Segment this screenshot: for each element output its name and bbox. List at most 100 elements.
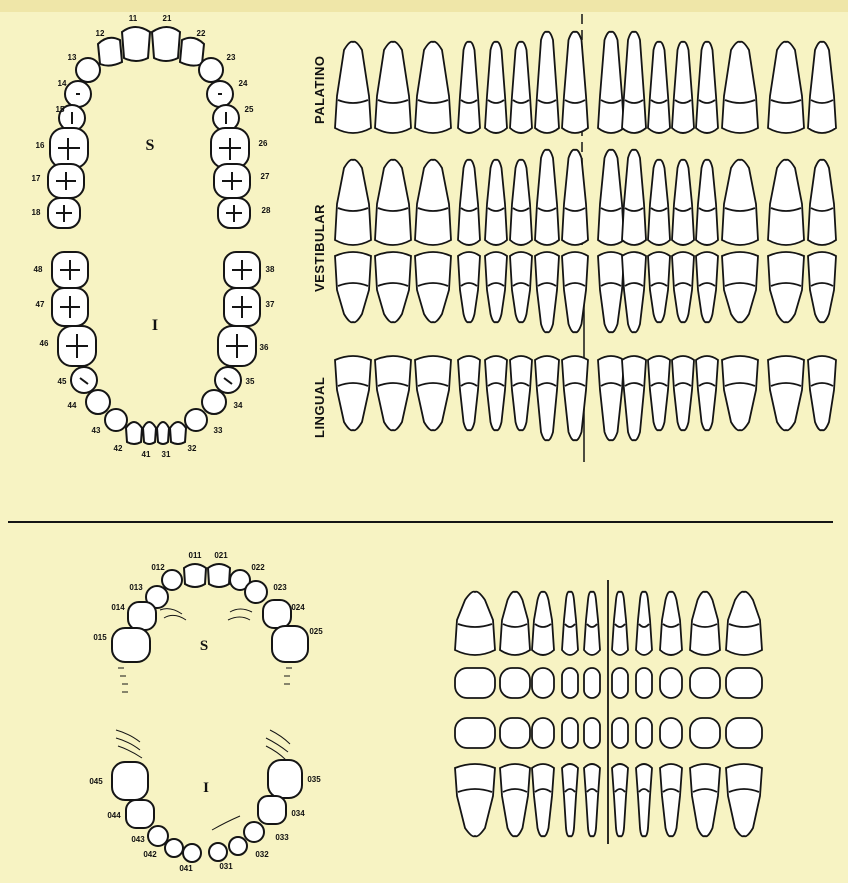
deciduous-upper-occlusal-tooth-1 [455, 668, 495, 698]
deciduous-lower-occlusal-tooth-4 [562, 718, 578, 748]
deciduous-upper-jaw-letter: S [200, 638, 208, 654]
deciduous-lower-occlusal-tooth-2 [500, 718, 530, 748]
tooth-12 [98, 38, 122, 66]
tooth-number-12: 12 [96, 29, 105, 38]
tooth-032 [229, 837, 247, 855]
tooth-number-27: 27 [261, 172, 270, 181]
tooth-number-041: 041 [179, 864, 193, 873]
tooth-044 [126, 800, 154, 828]
tooth-045 [112, 762, 148, 800]
tooth-number-41: 41 [142, 450, 151, 459]
tooth-041 [183, 844, 201, 862]
tooth-number-28: 28 [262, 206, 271, 215]
tooth-32 [170, 422, 186, 444]
tooth-number-032: 032 [255, 850, 269, 859]
tooth-number-31: 31 [162, 450, 171, 459]
deciduous-lower-occlusal-tooth-3 [532, 718, 554, 748]
tooth-034 [258, 796, 286, 824]
tooth-number-17: 17 [32, 174, 41, 183]
tooth-021 [208, 564, 230, 587]
tooth-015 [112, 628, 150, 662]
tooth-number-33: 33 [214, 426, 223, 435]
deciduous-lower-occlusal-tooth-6 [612, 718, 628, 748]
tooth-23 [199, 58, 223, 82]
tooth-number-045: 045 [89, 777, 103, 786]
tooth-43 [105, 409, 127, 431]
tooth-number-24: 24 [239, 79, 248, 88]
deciduous-lower-occlusal-tooth-9 [690, 718, 720, 748]
tooth-number-042: 042 [143, 850, 157, 859]
tooth-13 [76, 58, 100, 82]
tooth-number-011: 011 [189, 551, 202, 560]
tooth-number-26: 26 [259, 139, 268, 148]
tooth-023 [245, 581, 267, 603]
tooth-035 [268, 760, 302, 798]
tooth-number-48: 48 [34, 265, 43, 274]
tooth-number-025: 025 [309, 627, 323, 636]
deciduous-upper-occlusal-tooth-3 [532, 668, 554, 698]
tooth-number-46: 46 [40, 339, 49, 348]
tooth-number-38: 38 [266, 265, 275, 274]
tooth-031 [209, 843, 227, 861]
deciduous-upper-occlusal-tooth-6 [612, 668, 628, 698]
tooth-11 [122, 27, 150, 61]
label-lingual: LINGUAL [312, 377, 327, 438]
tooth-011 [184, 564, 206, 587]
tooth-042 [165, 839, 183, 857]
tooth-number-044: 044 [107, 811, 121, 820]
tooth-44 [86, 390, 110, 414]
tooth-number-25: 25 [245, 105, 254, 114]
tooth-number-36: 36 [260, 343, 269, 352]
tooth-number-023: 023 [273, 583, 287, 592]
top-banner-strip [0, 0, 848, 12]
tooth-number-37: 37 [266, 300, 275, 309]
label-palatino: PALATINO [312, 55, 327, 124]
tooth-number-031: 031 [219, 862, 233, 871]
tooth-number-16: 16 [36, 141, 45, 150]
deciduous-upper-occlusal-tooth-2 [500, 668, 530, 698]
permanent-lower-jaw-letter: I [152, 317, 158, 334]
tooth-number-022: 022 [251, 563, 265, 572]
tooth-number-42: 42 [114, 444, 123, 453]
tooth-033 [244, 822, 264, 842]
deciduous-upper-occlusal-tooth-7 [636, 668, 652, 698]
tooth-number-34: 34 [234, 401, 243, 410]
tooth-number-15: 15 [56, 105, 65, 114]
tooth-number-034: 034 [291, 809, 305, 818]
tooth-number-043: 043 [131, 835, 145, 844]
tooth-number-024: 024 [291, 603, 305, 612]
tooth-41 [143, 422, 156, 444]
tooth-number-13: 13 [68, 53, 77, 62]
tooth-025 [272, 626, 308, 662]
deciduous-lower-occlusal-tooth-8 [660, 718, 682, 748]
permanent-upper-jaw-letter: S [146, 137, 155, 154]
tooth-number-11: 11 [129, 14, 138, 23]
tooth-42 [126, 422, 142, 444]
tooth-34 [202, 390, 226, 414]
tooth-number-35: 35 [246, 377, 255, 386]
tooth-33 [185, 409, 207, 431]
label-vestibular: VESTIBULAR [312, 204, 327, 292]
tooth-number-22: 22 [197, 29, 206, 38]
tooth-31 [157, 422, 169, 444]
tooth-21 [152, 27, 180, 61]
tooth-number-47: 47 [36, 300, 45, 309]
tooth-number-033: 033 [275, 833, 289, 842]
tooth-number-45: 45 [58, 377, 67, 386]
deciduous-upper-occlusal-tooth-8 [660, 668, 682, 698]
tooth-number-18: 18 [32, 208, 41, 217]
deciduous-lower-jaw-letter: I [203, 780, 209, 796]
deciduous-upper-occlusal-tooth-5 [584, 668, 600, 698]
tooth-number-021: 021 [214, 551, 228, 560]
tooth-number-014: 014 [111, 603, 125, 612]
deciduous-lower-occlusal-tooth-10 [726, 718, 762, 748]
deciduous-lower-occlusal-tooth-1 [455, 718, 495, 748]
deciduous-upper-occlusal-tooth-10 [726, 668, 762, 698]
tooth-number-14: 14 [58, 79, 67, 88]
tooth-024 [263, 600, 291, 628]
deciduous-lower-occlusal-tooth-7 [636, 718, 652, 748]
tooth-number-015: 015 [93, 633, 107, 642]
tooth-043 [148, 826, 168, 846]
deciduous-upper-occlusal-tooth-4 [562, 668, 578, 698]
